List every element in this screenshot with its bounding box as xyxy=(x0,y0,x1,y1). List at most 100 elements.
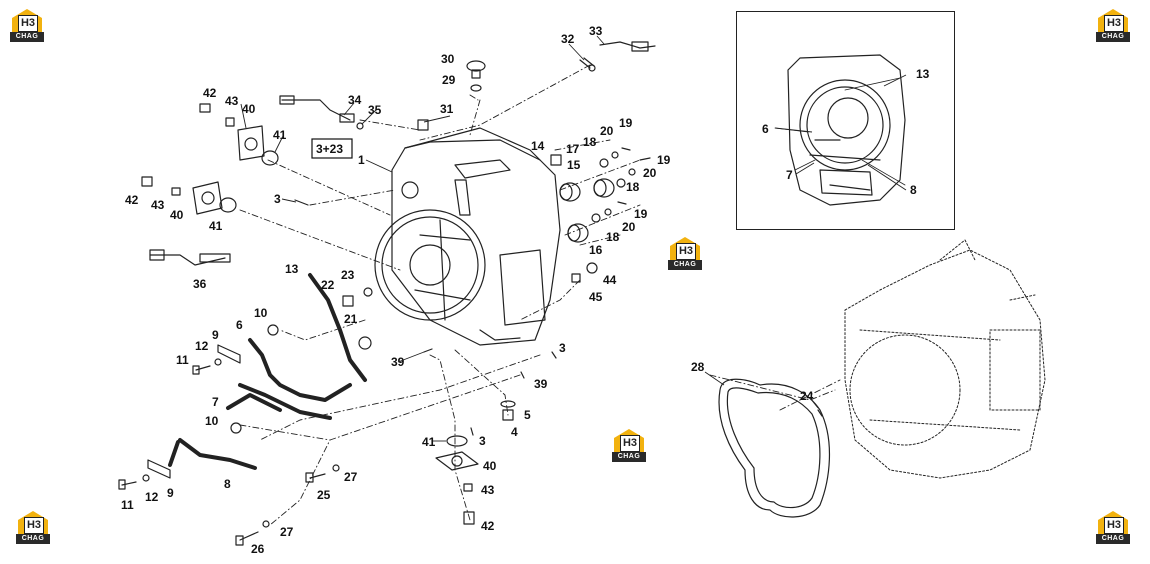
bolt-25 xyxy=(305,472,326,483)
logo-caption: CHAG xyxy=(16,534,50,544)
callout-5: 5 xyxy=(524,408,531,422)
callout-21: 21 xyxy=(344,312,358,326)
callout-43: 43 xyxy=(151,198,165,212)
callout-32: 32 xyxy=(561,32,575,46)
logo-caption: CHAG xyxy=(10,32,44,42)
sensor-34 xyxy=(279,95,355,123)
bolt-11-bottom xyxy=(118,479,137,490)
callout-41: 41 xyxy=(273,128,287,142)
ring-20b xyxy=(628,168,636,176)
callout-12: 12 xyxy=(145,490,159,504)
callout-40: 40 xyxy=(483,459,497,473)
callout-27: 27 xyxy=(344,470,358,484)
callout-13: 13 xyxy=(285,262,299,276)
brand-logo: H3 CHAG xyxy=(16,510,50,544)
callout-11: 11 xyxy=(121,498,134,512)
callout-14: 14 xyxy=(531,139,545,153)
callout-29: 29 xyxy=(442,73,456,87)
brand-logo: H3 CHAG xyxy=(10,8,44,42)
fitting-22 xyxy=(342,295,354,307)
connector-33 xyxy=(599,41,656,52)
plug-45 xyxy=(571,273,581,283)
pipe-7 xyxy=(226,383,332,420)
callout-31: 31 xyxy=(440,102,454,116)
callout-12: 12 xyxy=(195,339,209,353)
callout-13: 13 xyxy=(916,67,930,81)
bolt-11-top xyxy=(192,365,211,375)
logo-mark: H3 xyxy=(1104,517,1124,534)
logo-mark: H3 xyxy=(18,15,38,32)
callout-45: 45 xyxy=(589,290,603,304)
callout-40: 40 xyxy=(170,208,184,222)
pin-3-left xyxy=(294,199,309,206)
callout-20: 20 xyxy=(622,220,636,234)
callout-9: 9 xyxy=(167,486,174,500)
callout-26: 26 xyxy=(251,542,265,556)
callout-18: 18 xyxy=(626,180,640,194)
callout-3: 3 xyxy=(559,341,566,355)
seal-18a xyxy=(599,158,609,168)
callout-4: 4 xyxy=(511,425,518,439)
detail-inset-frame xyxy=(736,11,955,230)
nut-43-bottom xyxy=(463,483,473,492)
callout-23: 23 xyxy=(341,268,355,282)
bracket-9-top xyxy=(217,344,241,364)
pin-39-left xyxy=(423,348,433,353)
callout-6: 6 xyxy=(236,318,243,332)
callout-22: 22 xyxy=(321,278,335,292)
logo-mark: H3 xyxy=(620,435,640,452)
pipe-13 xyxy=(308,273,367,382)
callout-17: 17 xyxy=(566,142,580,156)
fitting-21 xyxy=(358,336,372,350)
callout-1: 1 xyxy=(358,153,365,167)
callout-42: 42 xyxy=(203,86,217,100)
fitting-10-bottom xyxy=(230,422,242,434)
logo-caption: CHAG xyxy=(1096,32,1130,42)
transmission-housing xyxy=(374,127,561,346)
gasket-28 xyxy=(718,378,831,518)
logo-caption: CHAG xyxy=(1096,534,1130,544)
sensor-36 xyxy=(149,249,231,266)
callout-27: 27 xyxy=(280,525,294,539)
callout-24: 24 xyxy=(800,389,814,403)
callout-8: 8 xyxy=(224,477,231,491)
callout-3-23: 3+23 xyxy=(316,142,343,156)
callout-41: 41 xyxy=(209,219,223,233)
nut-43-left xyxy=(171,187,181,196)
callout-30: 30 xyxy=(441,52,455,66)
brand-logo: H3 CHAG xyxy=(1096,8,1130,42)
transmission-outline xyxy=(844,239,1046,479)
callout-44: 44 xyxy=(603,273,617,287)
pin-3-bottom xyxy=(470,427,474,436)
cover-40-left xyxy=(192,181,223,215)
brand-logo: H3 CHAG xyxy=(668,236,702,270)
callout-43: 43 xyxy=(225,94,239,108)
seal-35 xyxy=(356,122,364,130)
callout-43: 43 xyxy=(481,483,495,497)
callout-6: 6 xyxy=(762,122,769,136)
seal-18c xyxy=(591,213,601,223)
callout-19: 19 xyxy=(619,116,633,130)
seal-29 xyxy=(470,84,482,92)
plug-42-bottom xyxy=(463,511,475,525)
nut-43-top xyxy=(225,117,235,127)
callout-3: 3 xyxy=(479,434,486,448)
logo-mark: H3 xyxy=(676,243,696,260)
plug-30 xyxy=(466,60,486,79)
callout-42: 42 xyxy=(125,193,139,207)
seal-18b xyxy=(616,178,626,188)
pin-3-right xyxy=(551,351,557,359)
logo-mark: H3 xyxy=(1104,15,1124,32)
bushing-16 xyxy=(567,223,589,243)
sensor-32 xyxy=(579,57,596,72)
logo-caption: CHAG xyxy=(612,452,646,462)
callout-28: 28 xyxy=(691,360,705,374)
ring-20c xyxy=(604,208,612,216)
callout-20: 20 xyxy=(643,166,657,180)
plug-14 xyxy=(550,154,562,166)
pipe-8 xyxy=(168,438,257,470)
cover-40-bottom xyxy=(435,451,479,471)
callout-16: 16 xyxy=(589,243,603,257)
